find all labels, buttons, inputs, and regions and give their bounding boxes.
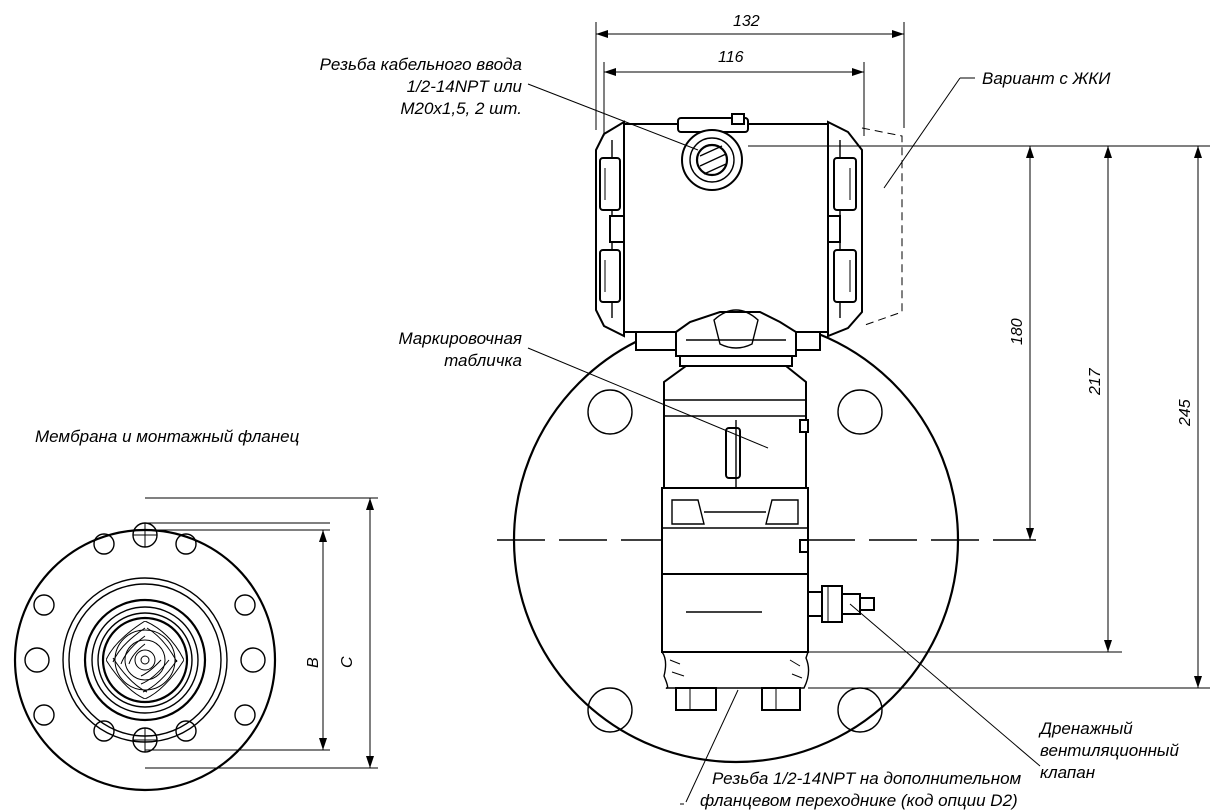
electronics-housing bbox=[595, 113, 903, 338]
dimension-b-c bbox=[145, 497, 378, 769]
housing-neck bbox=[635, 309, 821, 367]
svg-text:M20x1,5, 2 шт.: M20x1,5, 2 шт. bbox=[400, 99, 522, 118]
lcd-variant-label: Вариант с ЖКИ bbox=[982, 69, 1111, 88]
flange-front-view: B C bbox=[13, 497, 378, 792]
dimension-132 bbox=[595, 22, 905, 130]
drain-valve-label: Дренажный вентиляционный клапан bbox=[1038, 719, 1179, 782]
dimension-180 bbox=[1026, 146, 1034, 540]
svg-text:Резьба кабельного ввода: Резьба кабельного ввода bbox=[320, 55, 522, 74]
cable-entry-label: Резьба кабельного ввода 1/2-14NPT или M2… bbox=[320, 55, 523, 118]
svg-text:клапан: клапан bbox=[1040, 763, 1096, 782]
dim-c-label: C bbox=[339, 656, 356, 668]
svg-text:табличка: табличка bbox=[444, 351, 522, 370]
svg-text:Резьба 1/2-14NPT на дополнител: Резьба 1/2-14NPT на дополнительном bbox=[712, 769, 1022, 788]
flange-bolt-holes bbox=[24, 522, 266, 753]
dim-b-label: B bbox=[305, 657, 322, 668]
diaphragm bbox=[83, 598, 207, 722]
svg-text:1/2-14NPT или: 1/2-14NPT или bbox=[407, 77, 523, 96]
dimension-217 bbox=[1104, 146, 1112, 652]
leader-lines bbox=[527, 77, 1041, 805]
dim-116-label: 116 bbox=[718, 49, 744, 66]
dim-132-label: 132 bbox=[733, 13, 760, 30]
svg-text:Маркировочная: Маркировочная bbox=[398, 329, 522, 348]
membrane-flange-label: Мембрана и монтажный фланец bbox=[35, 427, 300, 446]
svg-text:фланцевом переходнике (код опц: фланцевом переходнике (код опции D2) bbox=[700, 791, 1018, 810]
transmitter-side-view: 180 217 245 132 bbox=[497, 13, 1210, 805]
nameplate-label: Маркировочная табличка bbox=[398, 329, 522, 370]
svg-text:вентиляционный: вентиляционный bbox=[1040, 741, 1179, 760]
dim-217-label: 217 bbox=[1087, 367, 1104, 396]
dimension-245 bbox=[1194, 146, 1202, 688]
dim-245-label: 245 bbox=[1177, 399, 1194, 427]
dimension-116 bbox=[603, 62, 865, 136]
dim-180-label: 180 bbox=[1009, 318, 1026, 345]
svg-text:Дренажный: Дренажный bbox=[1038, 719, 1133, 738]
flange-adapter-label: Резьба 1/2-14NPT на дополнительном фланц… bbox=[700, 769, 1022, 810]
